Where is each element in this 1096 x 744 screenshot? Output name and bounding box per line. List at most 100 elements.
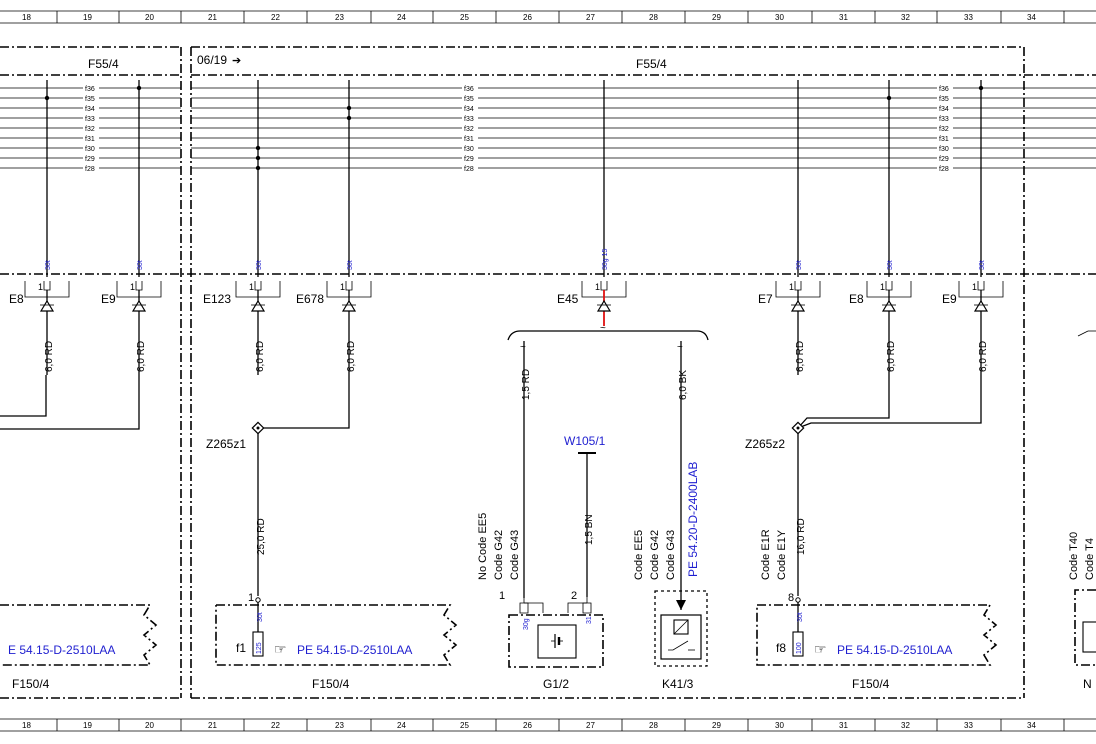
svg-text:100: 100 bbox=[796, 642, 803, 654]
ruler-column-label: 32 bbox=[901, 13, 910, 22]
ruler-column-label: 27 bbox=[586, 13, 595, 22]
pin-number: 1 bbox=[972, 282, 977, 292]
components: E 54.15-D-2510LAA F150/4 1 30t 125 f1 ☞ … bbox=[0, 330, 1096, 691]
fuse-label-f1: f1 bbox=[236, 641, 246, 655]
bus-label: f34 bbox=[85, 106, 95, 113]
hand-pointer-icon: ☞ bbox=[814, 641, 827, 657]
reference-link-left[interactable]: E 54.15-D-2510LAA bbox=[8, 643, 115, 657]
fuse-label-f8: f8 bbox=[776, 641, 786, 655]
bus-label: f28 bbox=[464, 166, 474, 173]
component-label-f150-1: F150/4 bbox=[312, 677, 350, 691]
terminal-label: 30t bbox=[45, 260, 52, 270]
svg-text:125: 125 bbox=[256, 642, 263, 654]
ruler-column-label: 28 bbox=[649, 721, 658, 730]
ruler-column-label: 24 bbox=[397, 721, 406, 730]
ruler-column-label: 19 bbox=[83, 13, 92, 22]
reference-link-f1[interactable]: PE 54.15-D-2510LAA bbox=[297, 643, 412, 657]
ruler-column-label: 23 bbox=[335, 13, 344, 22]
bus-label: f31 bbox=[464, 136, 474, 143]
svg-text:30t: 30t bbox=[257, 612, 264, 622]
ruler-column-label: 34 bbox=[1027, 721, 1036, 730]
component-label-f150-8: F150/4 bbox=[852, 677, 890, 691]
bus-label: f35 bbox=[939, 96, 949, 103]
pin-number: 1 bbox=[130, 282, 135, 292]
ruler-column-label: 30 bbox=[775, 721, 784, 730]
bus-label: f36 bbox=[464, 86, 474, 93]
bus-label: f30 bbox=[85, 146, 95, 153]
bus-label: f33 bbox=[939, 116, 949, 123]
wire-spec-lower-1: 25,0 RD bbox=[256, 518, 267, 555]
reference-link-f8[interactable]: PE 54.15-D-2510LAA bbox=[837, 643, 952, 657]
ruler-column-label: 21 bbox=[208, 721, 217, 730]
pin-number: 1 bbox=[340, 282, 345, 292]
ruler-column-label: 18 bbox=[22, 721, 31, 730]
reference-link-k41[interactable]: PE 54.20-D-2400LAB bbox=[686, 462, 700, 577]
ground-arrow-icon bbox=[790, 299, 806, 312]
lower-wires: 25,0 RD 16,0 RD W105/1 1,5 BN No Code EE… bbox=[256, 434, 1096, 610]
tilde-icon: ~ bbox=[600, 323, 606, 334]
bus-label: f29 bbox=[464, 156, 474, 163]
ruler-column-label: 33 bbox=[964, 13, 973, 22]
ground-arrow-icon bbox=[131, 299, 147, 312]
terminal-label: 30t bbox=[887, 260, 894, 270]
terminal-label: 30g 15 bbox=[602, 248, 609, 270]
pin-number: 1 bbox=[595, 282, 600, 292]
date-marker: 06/19 bbox=[197, 53, 227, 67]
wire-spec-branch-right: 6,0 BK bbox=[678, 370, 689, 400]
hand-pointer-icon: ☞ bbox=[274, 641, 287, 657]
bus-label: f36 bbox=[85, 86, 95, 93]
ruler-column-label: 20 bbox=[145, 13, 154, 22]
ground-label: E9 bbox=[101, 292, 116, 306]
svg-text:31: 31 bbox=[586, 616, 593, 624]
fuse-icon bbox=[792, 631, 804, 657]
wire-spec: 6,0 RD bbox=[136, 341, 147, 372]
pin-number-f1: 1 bbox=[248, 592, 254, 604]
terminal-label: 30t bbox=[347, 260, 354, 270]
ruler-column-label: 20 bbox=[145, 721, 154, 730]
bus-label: f30 bbox=[464, 146, 474, 153]
header-texts: 06/19 ➔ F55/4 F55/4 bbox=[88, 53, 667, 71]
component-label-far: N bbox=[1083, 677, 1092, 691]
ground-arrow-icon bbox=[596, 299, 612, 312]
bus-label: f33 bbox=[85, 116, 95, 123]
ruler-column-label: 24 bbox=[397, 13, 406, 22]
ground-arrow-icon bbox=[973, 299, 989, 312]
junction-label-z1: Z265z1 bbox=[206, 437, 246, 451]
bus-label: f31 bbox=[939, 136, 949, 143]
ruler-column-label: 31 bbox=[839, 13, 848, 22]
bus-label: f35 bbox=[85, 96, 95, 103]
bus-label: f33 bbox=[464, 116, 474, 123]
bus-label: f28 bbox=[85, 166, 95, 173]
svg-text:30g: 30g bbox=[523, 618, 530, 630]
section-borders bbox=[0, 46, 1096, 699]
ground-arrow-icon bbox=[250, 299, 266, 312]
ruler-column-label: 18 bbox=[22, 13, 31, 22]
svg-text:30t: 30t bbox=[797, 612, 804, 622]
ground-label: E123 bbox=[203, 292, 231, 306]
ground-label: E7 bbox=[758, 292, 773, 306]
ruler-column-label: 29 bbox=[712, 13, 721, 22]
wire-spec-lower-3: 16,0 RD bbox=[796, 518, 807, 555]
pin-number: 1 bbox=[880, 282, 885, 292]
ruler-column-label: 26 bbox=[523, 721, 532, 730]
wire-spec-lower-2: 1,5 BN bbox=[584, 514, 595, 545]
tilde-icon: ~ bbox=[677, 342, 683, 353]
ground-label: E8 bbox=[9, 292, 24, 306]
ground-label: E45 bbox=[557, 292, 579, 306]
wire-spec-branch-left: 1,5 RD bbox=[521, 369, 532, 400]
bus-label: f29 bbox=[85, 156, 95, 163]
ruler-column-label: 28 bbox=[649, 13, 658, 22]
fuse-block-main-label: F55/4 bbox=[636, 57, 667, 71]
ruler-column-label: 26 bbox=[523, 13, 532, 22]
